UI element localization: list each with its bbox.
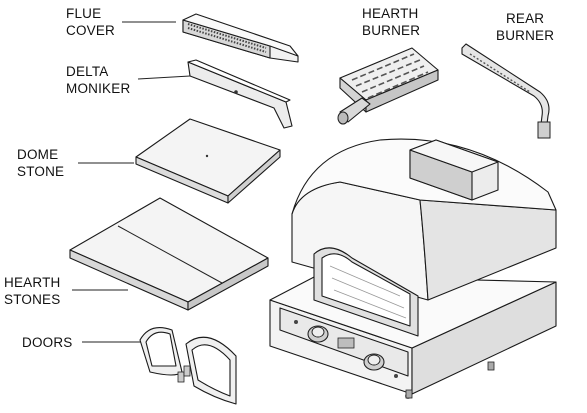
label-dome-stone-line1: DOME <box>17 147 59 162</box>
label-delta-moniker-line2: MONIKER <box>66 81 131 96</box>
rear-burner-part <box>461 43 551 139</box>
label-rear-burner-line1: REAR <box>505 11 545 26</box>
label-hearth-stones-line2: STONES <box>4 292 61 307</box>
label-flue-cover: FLUE COVER <box>66 5 115 39</box>
label-dome-stone-line2: STONE <box>17 164 65 179</box>
brand-badge <box>337 337 355 349</box>
label-hearth-burner: HEARTH BURNER <box>362 5 420 39</box>
doors-part <box>139 327 237 405</box>
label-hearth-stones: HEARTH STONES <box>4 274 60 308</box>
label-delta-moniker: DELTA MONIKER <box>66 63 130 97</box>
dome-stone-part <box>135 118 281 204</box>
oven-assembly <box>269 138 557 399</box>
label-hearth-burner-line2: BURNER <box>362 23 421 38</box>
leader-delta-moniker <box>137 75 191 80</box>
label-hearth-stones-line1: HEARTH <box>4 275 61 290</box>
delta-moniker-part <box>187 59 293 129</box>
label-flue-cover-line2: COVER <box>66 23 116 38</box>
knob-right <box>363 353 385 371</box>
knob-left <box>307 325 329 343</box>
label-dome-stone: DOME STONE <box>17 146 64 180</box>
label-hearth-burner-line1: HEARTH <box>362 6 419 21</box>
label-delta-moniker-line1: DELTA <box>66 64 109 79</box>
hearth-stones-part <box>69 197 269 311</box>
label-doors-line1: DOORS <box>22 335 73 350</box>
label-doors: DOORS <box>22 334 73 351</box>
label-rear-burner: REAR BURNER <box>496 10 554 44</box>
hearth-burner-part <box>337 47 439 125</box>
flue-cover-part <box>182 13 299 63</box>
label-flue-cover-line1: FLUE <box>66 6 102 21</box>
label-rear-burner-line2: BURNER <box>496 28 555 43</box>
